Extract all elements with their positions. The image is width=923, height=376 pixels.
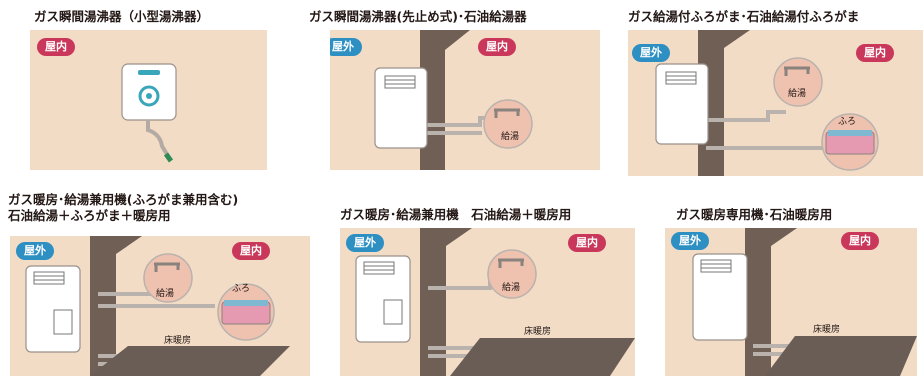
floor-heating-grid xyxy=(765,336,917,376)
faucet-icon xyxy=(784,66,810,76)
heater-top-stripe xyxy=(138,70,160,75)
house-wall xyxy=(745,228,771,376)
panel-2-instant-heater: 屋外 屋内 給湯 xyxy=(330,30,600,170)
panel-5-title: ガス暖房･給湯兼用機 石油給湯＋暖房用 xyxy=(340,207,572,222)
outdoor-badge: 屋外 xyxy=(330,38,362,56)
panel-1-illustration xyxy=(121,63,177,163)
floor-heating-label: 床暖房 xyxy=(524,327,552,337)
indoor-badge: 屋内 xyxy=(232,242,270,260)
hot-water-label: 給湯 xyxy=(502,283,521,293)
floor-heating-label: 床暖房 xyxy=(813,325,841,335)
indoor-badge: 屋内 xyxy=(568,234,606,252)
faucet-icon xyxy=(154,262,180,272)
hot-water-label: 給湯 xyxy=(156,289,175,299)
panel-6-heating-only: 屋外 屋内 床暖房 xyxy=(665,228,917,376)
water-heater-unit xyxy=(25,265,81,353)
faucet-icon xyxy=(498,258,524,268)
panel-4-illustration xyxy=(25,236,290,376)
panel-4-combined-heater: 屋外 屋内 給湯 ふろ 床暖房 xyxy=(10,236,310,376)
indoor-badge: 屋内 xyxy=(478,38,516,56)
heater-hose xyxy=(146,120,170,158)
house-wall xyxy=(420,228,446,376)
panel-2-illustration xyxy=(374,30,533,170)
indoor-badge: 屋内 xyxy=(37,38,75,56)
bath-label: ふろ xyxy=(838,117,857,127)
floor-heating-grid xyxy=(90,346,290,376)
floor-heating-label: 床暖房 xyxy=(164,336,192,346)
panel-4-title-line-1: ガス暖房･給湯兼用機(ふろがま兼用含む) xyxy=(8,192,239,207)
panel-6-title: ガス暖房専用機･石油暖房用 xyxy=(676,207,833,222)
indoor-badge: 屋内 xyxy=(841,232,879,250)
panel-4-title-line-2: 石油給湯＋ふろがま＋暖房用 xyxy=(8,208,171,223)
panel-3-bath-heater: 屋外 屋内 給湯 ふろ xyxy=(628,30,923,176)
panel-1-small-water-heater: 屋内 xyxy=(30,30,267,170)
floor-heating-grid xyxy=(450,338,635,376)
hot-water-label: 給湯 xyxy=(501,132,520,142)
heater-unit xyxy=(692,253,748,341)
water-heater-unit xyxy=(355,255,411,343)
panel-6-illustration xyxy=(692,228,917,376)
hot-water-label: 給湯 xyxy=(788,89,807,99)
panel-3-illustration xyxy=(655,30,879,176)
outdoor-badge: 屋外 xyxy=(346,234,384,252)
pipe xyxy=(706,110,786,122)
bath-label: ふろ xyxy=(232,284,251,294)
outdoor-badge: 屋外 xyxy=(671,232,709,250)
outdoor-badge: 屋外 xyxy=(16,242,54,260)
panel-5-heating-hot-water: 屋外 屋内 給湯 床暖房 xyxy=(340,228,635,376)
outdoor-badge: 屋外 xyxy=(632,44,670,62)
faucet-icon xyxy=(494,108,520,118)
indoor-badge: 屋内 xyxy=(856,44,894,62)
panel-2-title: ガス瞬間湯沸器(先止め式)･石油給湯器 xyxy=(309,9,527,24)
panel-1-title: ガス瞬間湯沸器（小型湯沸器） xyxy=(34,9,210,24)
panel-3-title: ガス給湯付ふろがま･石油給湯付ふろがま xyxy=(628,9,860,24)
panel-5-illustration xyxy=(355,228,635,376)
